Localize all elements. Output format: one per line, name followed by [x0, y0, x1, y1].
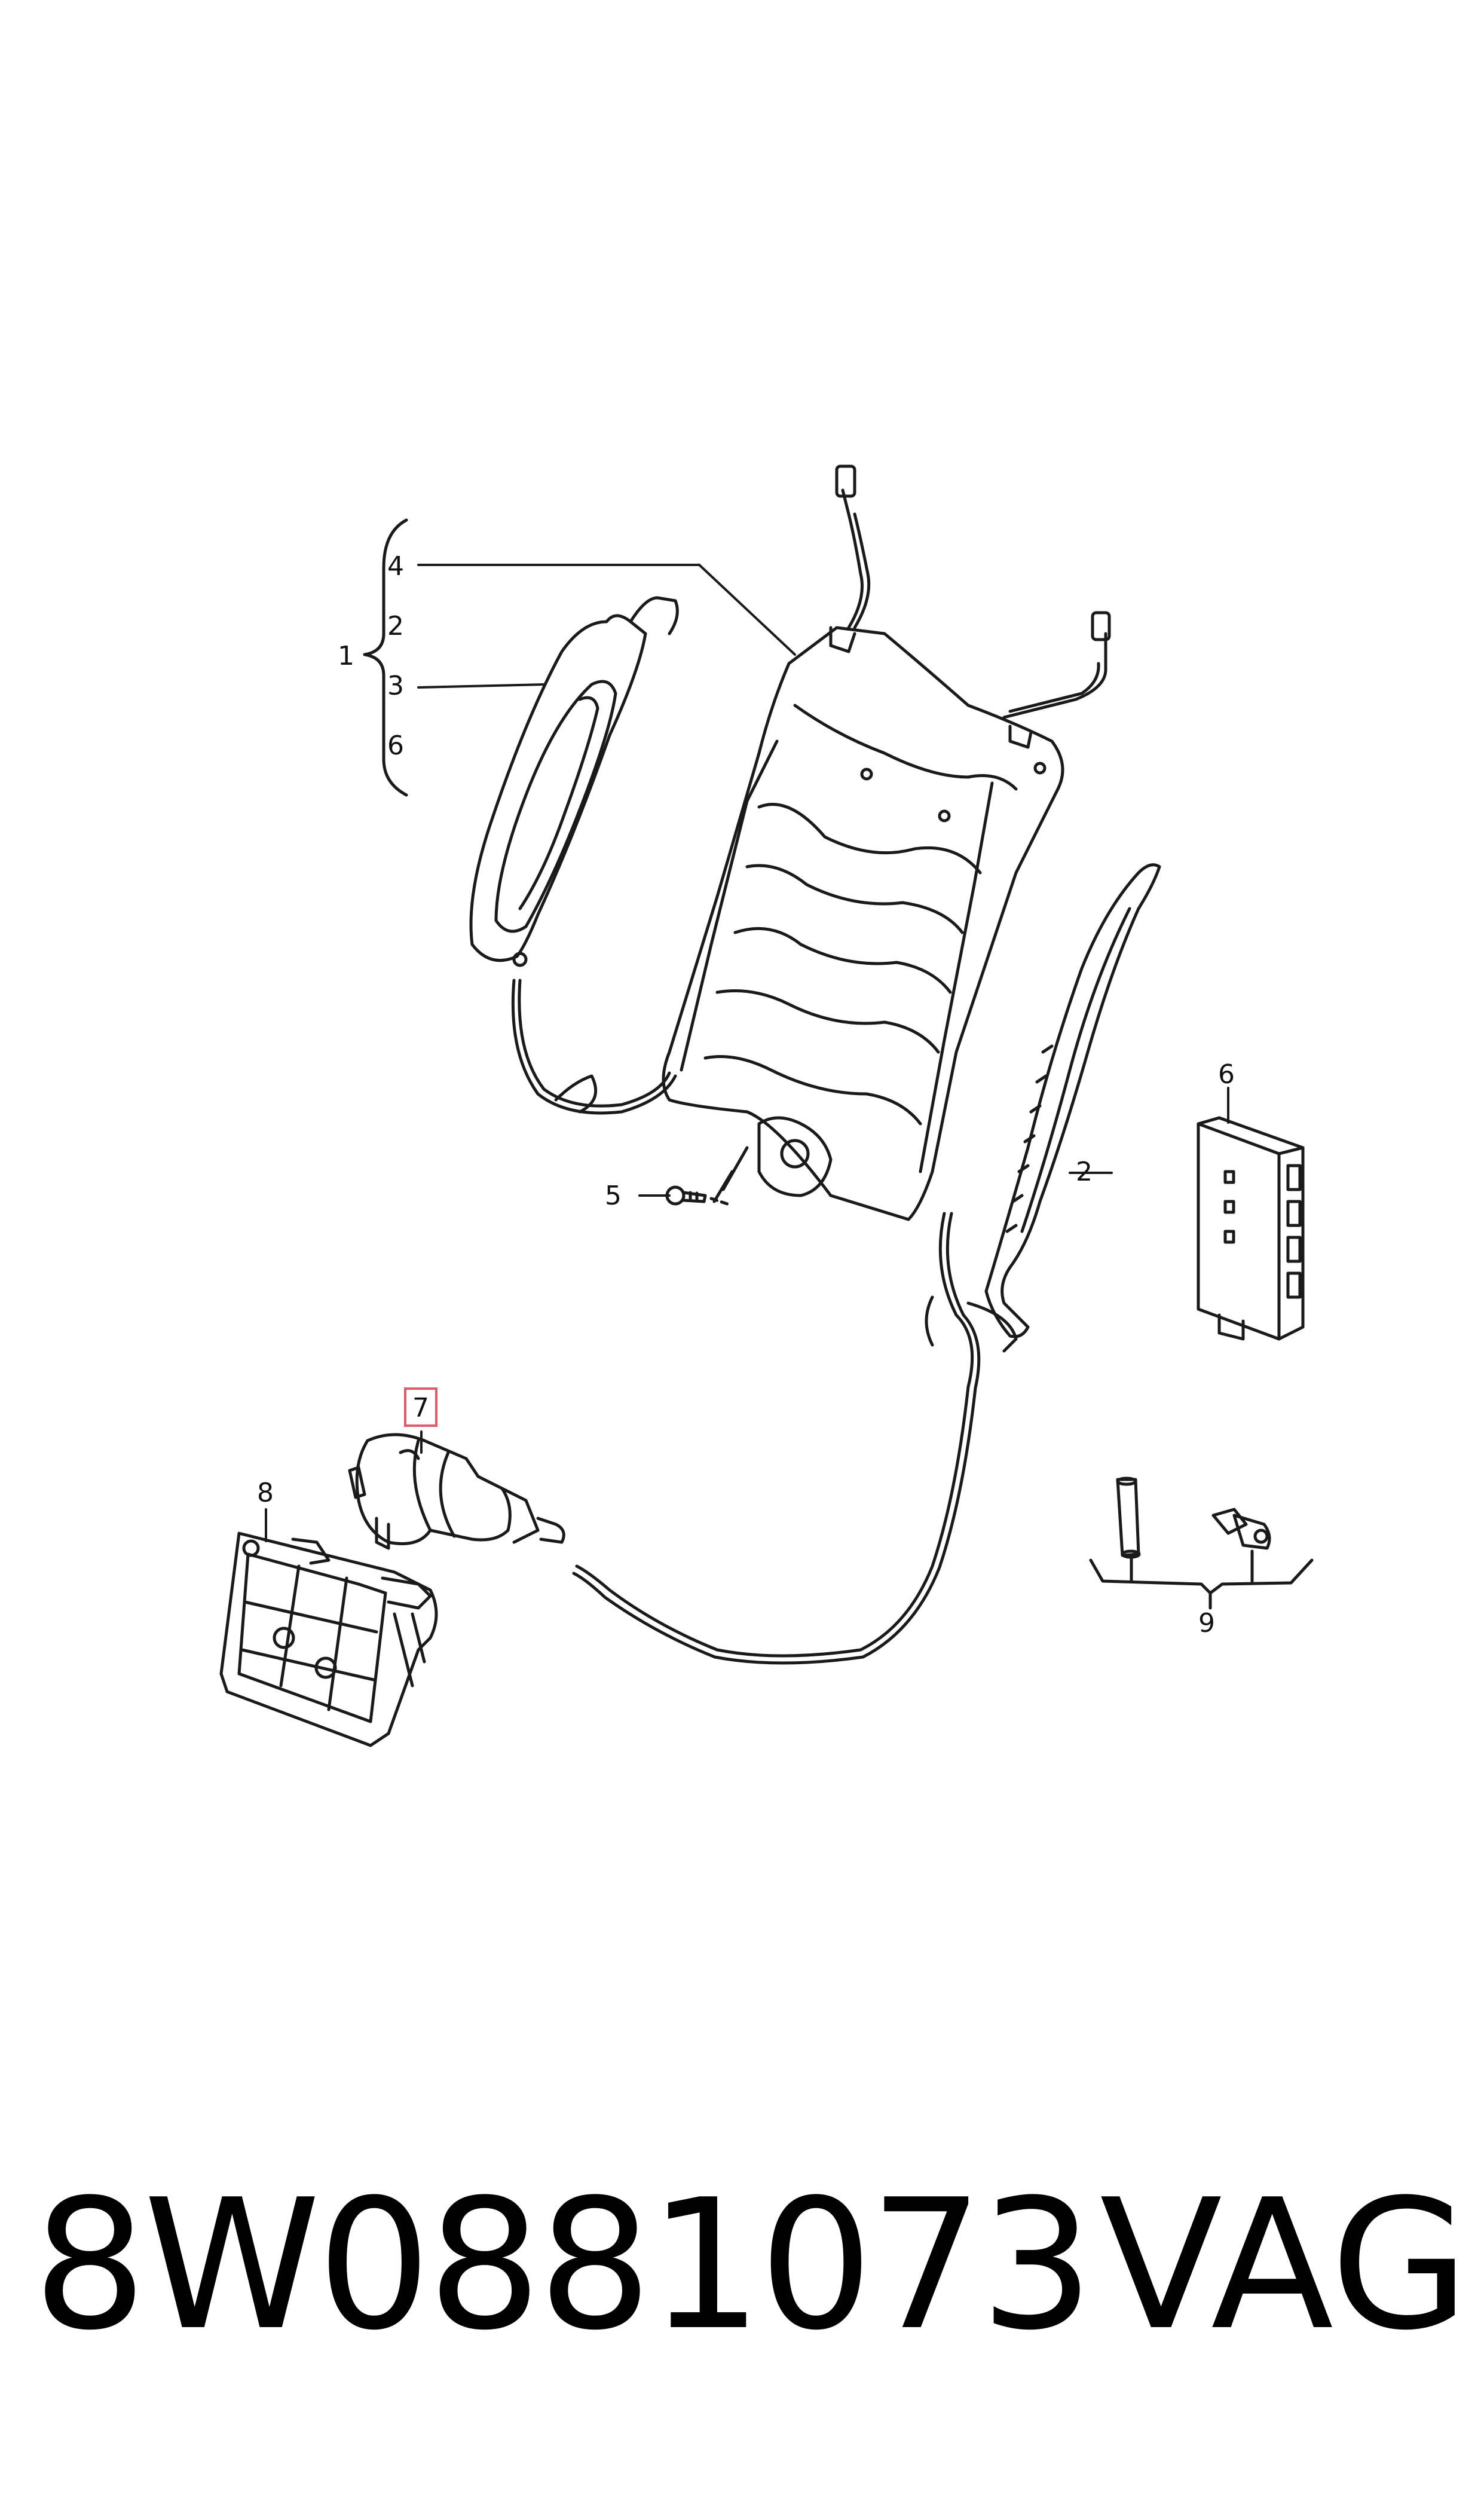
valve-body — [712, 1116, 833, 1203]
group-bracket-1 — [363, 518, 408, 797]
callout-2-group: 2 — [387, 611, 404, 641]
part-number-label: 8W0881073 — [33, 2161, 1094, 2370]
hose-fittings — [1089, 1476, 1314, 1610]
callout-7-highlight — [404, 1387, 437, 1427]
callout-5: 5 — [605, 1181, 622, 1211]
callout-8: 8 — [257, 1478, 274, 1508]
callout-7: 7 — [412, 1393, 429, 1423]
callout-6-group: 6 — [387, 730, 404, 761]
callout-4: 4 — [387, 551, 404, 582]
side-bolster-right — [984, 863, 1161, 1338]
callout-3: 3 — [387, 671, 404, 701]
screw — [665, 1185, 731, 1206]
mounting-bracket — [219, 1531, 438, 1747]
left-hose-loop — [511, 979, 677, 1115]
lumbar-bladder-mat — [662, 626, 1064, 1221]
callout-2-right: 2 — [1076, 1157, 1093, 1187]
brand-label: VAG — [1100, 2161, 1470, 2370]
callout-6-module: 6 — [1218, 1059, 1235, 1090]
hose-to-pump — [572, 1212, 1018, 1665]
pump-motor — [348, 1433, 565, 1550]
leader-lines — [265, 564, 1229, 1542]
control-module — [1197, 1116, 1305, 1341]
callout-9: 9 — [1198, 1608, 1215, 1638]
callout-1: 1 — [338, 641, 354, 671]
side-bolster-left — [469, 596, 679, 967]
callout-numbers: 1 4 2 3 6 2 6 5 7 8 9 — [257, 551, 1235, 1638]
upper-hoses — [835, 464, 1111, 719]
